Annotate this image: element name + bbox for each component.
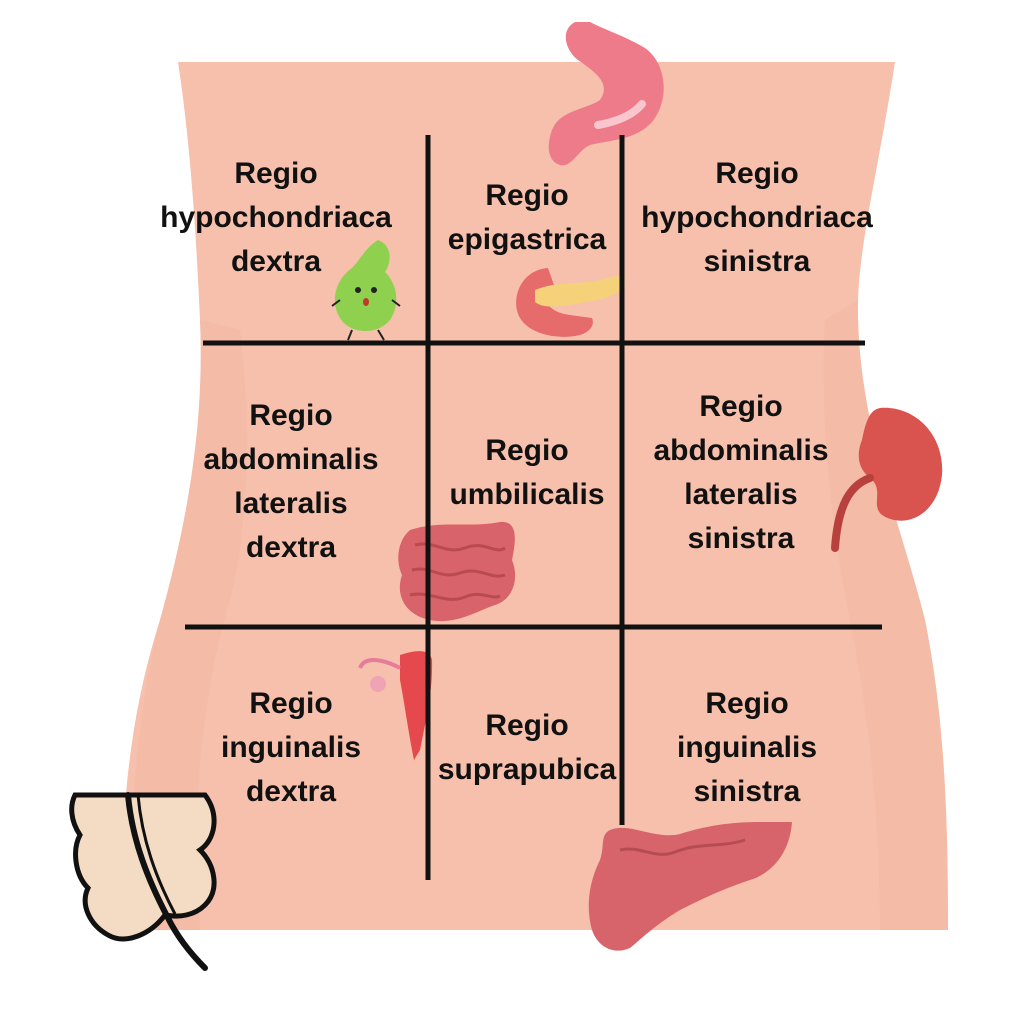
- stomach-icon: [548, 22, 664, 166]
- region-grid: [185, 135, 882, 880]
- pancreas-icon: [516, 268, 625, 337]
- kidney-icon: [831, 407, 943, 552]
- colon-icon: [588, 822, 792, 951]
- uterus-icon: [358, 651, 433, 760]
- torso-silhouette: [121, 62, 948, 930]
- gallbladder-icon: [331, 240, 401, 341]
- torso-shade-right: [823, 300, 948, 930]
- appendix-icon: [69, 792, 217, 971]
